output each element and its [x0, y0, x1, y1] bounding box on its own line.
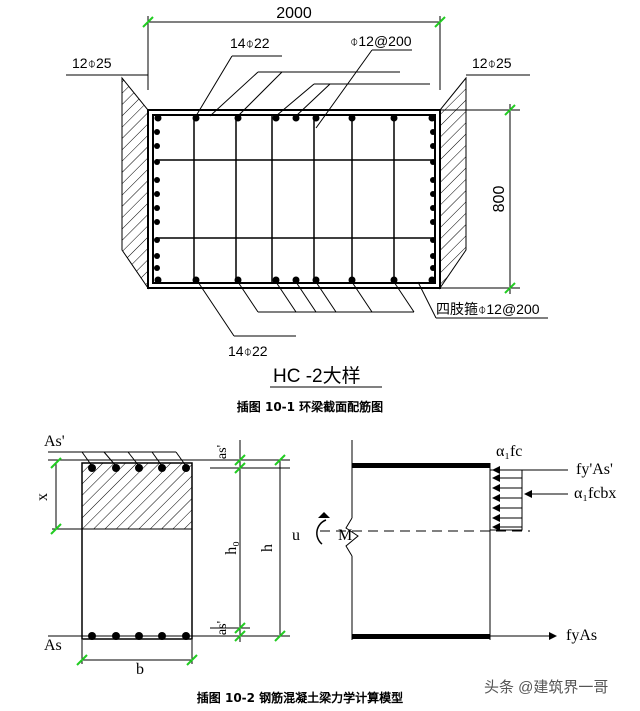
- figure-2-right-model: α₁fc fy'As' α₁fcbx fyAs u M: [292, 440, 616, 644]
- top-rebar-leaders: [48, 451, 187, 467]
- watermark: 头条 @建筑界一哥: [484, 679, 608, 696]
- bottom-rebar: [88, 632, 190, 640]
- label-top-bar: 14⌽22: [230, 35, 270, 51]
- label-bottom-bar: 14⌽22: [228, 343, 268, 359]
- label-as-prime-top: as': [215, 445, 230, 459]
- top-leaders: [66, 49, 530, 129]
- label-a1fc: α₁fc: [496, 443, 522, 460]
- label-as-bottom: As: [44, 637, 62, 654]
- figure-1-beam-section: 2000 800: [66, 5, 548, 414]
- label-as-top: As': [44, 433, 65, 450]
- label-top-left-bar: 12⌽25: [72, 55, 112, 71]
- label-M: M: [338, 527, 352, 544]
- figure-2-caption: 插图 10-2 钢筋混凝土梁力学计算模型: [197, 690, 403, 705]
- left-slab-hatch: [121, 76, 149, 290]
- stirrup-outer: [152, 114, 436, 284]
- stress-block: [489, 469, 523, 531]
- top-rebar: [88, 464, 190, 472]
- figure-2-left-section: As' As x b as' as' h₀ h: [34, 433, 290, 678]
- label-a1fcbx: α₁fcbx: [574, 485, 616, 502]
- rebar-dots: [154, 114, 436, 284]
- right-slab-hatch: [439, 76, 467, 290]
- stress-arrows: [492, 474, 522, 531]
- label-four-leg-stirrup: 四肢箍⌽12@200: [436, 301, 540, 317]
- height-dimension-label: 800: [491, 186, 508, 213]
- label-u: u: [292, 527, 300, 544]
- label-as-prime-bottom: as': [215, 621, 230, 635]
- stirrup-legs: [156, 115, 432, 283]
- bottom-flange: [352, 634, 490, 639]
- bottom-leaders: [197, 281, 548, 337]
- label-fy-as-prime: fy'As': [576, 461, 613, 478]
- label-x: x: [34, 493, 51, 501]
- label-stirrup: ⌽12@200: [350, 33, 412, 49]
- label-h: h: [259, 544, 276, 552]
- beam-outline: [147, 109, 441, 289]
- moment-arrow: [316, 519, 327, 545]
- label-top-right-bar: 12⌽25: [472, 55, 512, 71]
- width-dimension: 2000: [142, 5, 446, 90]
- top-flange: [352, 463, 490, 468]
- width-dimension-label: 2000: [276, 5, 312, 22]
- figure-1-caption: 插图 10-1 环梁截面配筋图: [237, 399, 383, 414]
- height-dimension: 800: [440, 104, 520, 294]
- label-b: b: [136, 661, 144, 678]
- label-fy-as: fyAs: [566, 627, 597, 644]
- label-h0: h₀: [223, 541, 240, 555]
- compression-zone: [81, 462, 193, 530]
- detail-title: HC -2大样: [273, 365, 361, 387]
